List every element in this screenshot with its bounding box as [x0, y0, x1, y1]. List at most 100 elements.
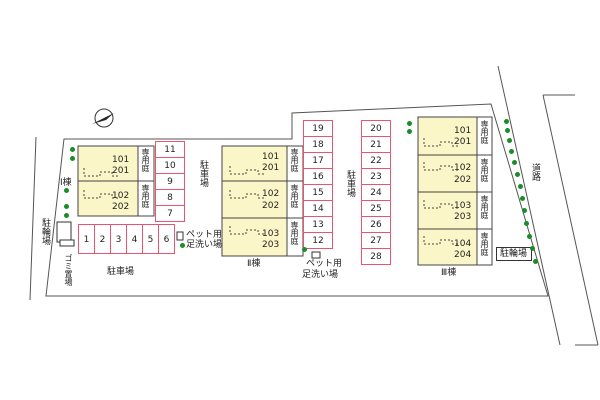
parking-space: 5 [142, 224, 159, 254]
road-label: 道路 [530, 163, 540, 181]
pet-wash-1-label: ペット用足洗い場 [186, 230, 223, 250]
parking-lot-mid-label: 駐車場 [198, 160, 208, 187]
property-boundary [45, 103, 549, 297]
tree-icon [505, 128, 510, 133]
garbage-label: ゴミ置場 [64, 254, 73, 286]
b2-unit-103: 103 [262, 229, 280, 239]
building-2-shape [221, 145, 304, 257]
b1-unit-102: 102 [112, 191, 130, 201]
tree-icon [504, 119, 509, 124]
left-boundary-line [29, 136, 37, 301]
b3-garden-4: 専用庭 [480, 232, 489, 256]
b1-unit-202: 202 [112, 202, 130, 212]
b2-unit-202: 202 [262, 201, 280, 211]
parking-space: 3 [110, 224, 127, 254]
building-3-shape [417, 116, 493, 266]
b1-unit-101: 101 [112, 155, 130, 165]
north-arrow-icon [92, 108, 114, 128]
b2-garden-1: 専用庭 [290, 148, 299, 172]
b3-garden-2: 専用庭 [480, 158, 489, 182]
tree-icon [507, 138, 512, 143]
parking-space: 28 [361, 248, 391, 265]
b1-garden-2: 専用庭 [141, 184, 150, 208]
b3-garden-3: 専用庭 [480, 195, 489, 219]
tree-icon [509, 149, 514, 154]
tree-icon [530, 246, 535, 251]
b2-garden-2: 専用庭 [290, 184, 299, 208]
road-edge-left [497, 65, 561, 346]
tree-icon [527, 234, 532, 239]
parking-space: 17 [303, 152, 333, 169]
tree-icon [407, 129, 412, 134]
parking-space: 26 [361, 216, 391, 233]
parking-space: 18 [303, 136, 333, 153]
tree-icon [180, 243, 185, 248]
building-2-label: Ⅱ棟 [247, 259, 261, 269]
b3-unit-204: 204 [454, 250, 472, 260]
tree-icon [515, 172, 520, 177]
parking-space: 12 [303, 232, 333, 249]
tree-icon [70, 156, 75, 161]
b2-unit-201: 201 [262, 163, 280, 173]
b1-unit-201: 201 [112, 166, 130, 176]
b3-unit-103: 103 [454, 201, 472, 211]
b2-unit-101: 101 [262, 152, 280, 162]
parking-space: 14 [303, 200, 333, 217]
pet-wash-2-box [311, 251, 321, 259]
parking-lot-right-label: 駐車場 [345, 170, 355, 197]
parking-space: 25 [361, 200, 391, 217]
tree-icon [524, 221, 529, 226]
parking-space: 23 [361, 168, 391, 185]
bicycle-right-box: 駐輪場 [496, 247, 532, 261]
tree-icon [520, 196, 525, 201]
parking-space: 27 [361, 232, 391, 249]
building-3-label: Ⅲ棟 [441, 268, 457, 278]
tree-icon [70, 147, 75, 152]
b3-unit-203: 203 [454, 212, 472, 222]
building-1-label: Ⅰ棟 [60, 178, 72, 188]
parking-space: 4 [126, 224, 143, 254]
parking-space: 11 [155, 141, 185, 158]
parking-space: 8 [155, 189, 185, 206]
road-edge-right [542, 94, 599, 346]
pet-wash-2-label-1: ペット用 [306, 259, 343, 269]
tree-icon [512, 160, 517, 165]
parking-space: 20 [361, 120, 391, 137]
parking-space: 24 [361, 184, 391, 201]
parking-space: 6 [158, 224, 175, 254]
building-1-shape [77, 145, 155, 217]
parking-space: 2 [94, 224, 111, 254]
parking-lot-label: 駐車場 [107, 267, 135, 277]
tree-icon [518, 184, 523, 189]
b2-garden-3: 専用庭 [290, 221, 299, 245]
parking-space: 22 [361, 152, 391, 169]
tree-icon [64, 204, 69, 209]
parking-space: 21 [361, 136, 391, 153]
b2-unit-102: 102 [262, 189, 280, 199]
parking-space: 1 [78, 224, 95, 254]
b3-unit-202: 202 [454, 175, 472, 185]
b3-unit-101: 101 [454, 126, 472, 136]
pet-wash-1-box [176, 231, 184, 241]
tree-icon [533, 259, 538, 264]
pet-wash-2-label-2: 足洗い場 [302, 270, 339, 280]
bicycle-left-label: 駐輪場 [40, 218, 50, 245]
b3-unit-201: 201 [454, 137, 472, 147]
parking-space: 13 [303, 216, 333, 233]
b3-garden-1: 専用庭 [480, 120, 489, 144]
bicycle-right-label: 駐輪場 [500, 249, 528, 259]
tree-icon [302, 247, 307, 252]
tree-icon [64, 213, 69, 218]
parking-space: 7 [155, 205, 185, 222]
tree-icon [64, 188, 69, 193]
b3-unit-102: 102 [454, 163, 472, 173]
parking-space: 19 [303, 120, 333, 137]
garbage-box [56, 221, 72, 243]
b3-unit-104: 104 [454, 239, 472, 249]
b2-unit-203: 203 [262, 240, 280, 250]
b1-garden-1: 専用庭 [141, 148, 150, 172]
parking-space: 15 [303, 184, 333, 201]
tree-icon [407, 121, 412, 126]
